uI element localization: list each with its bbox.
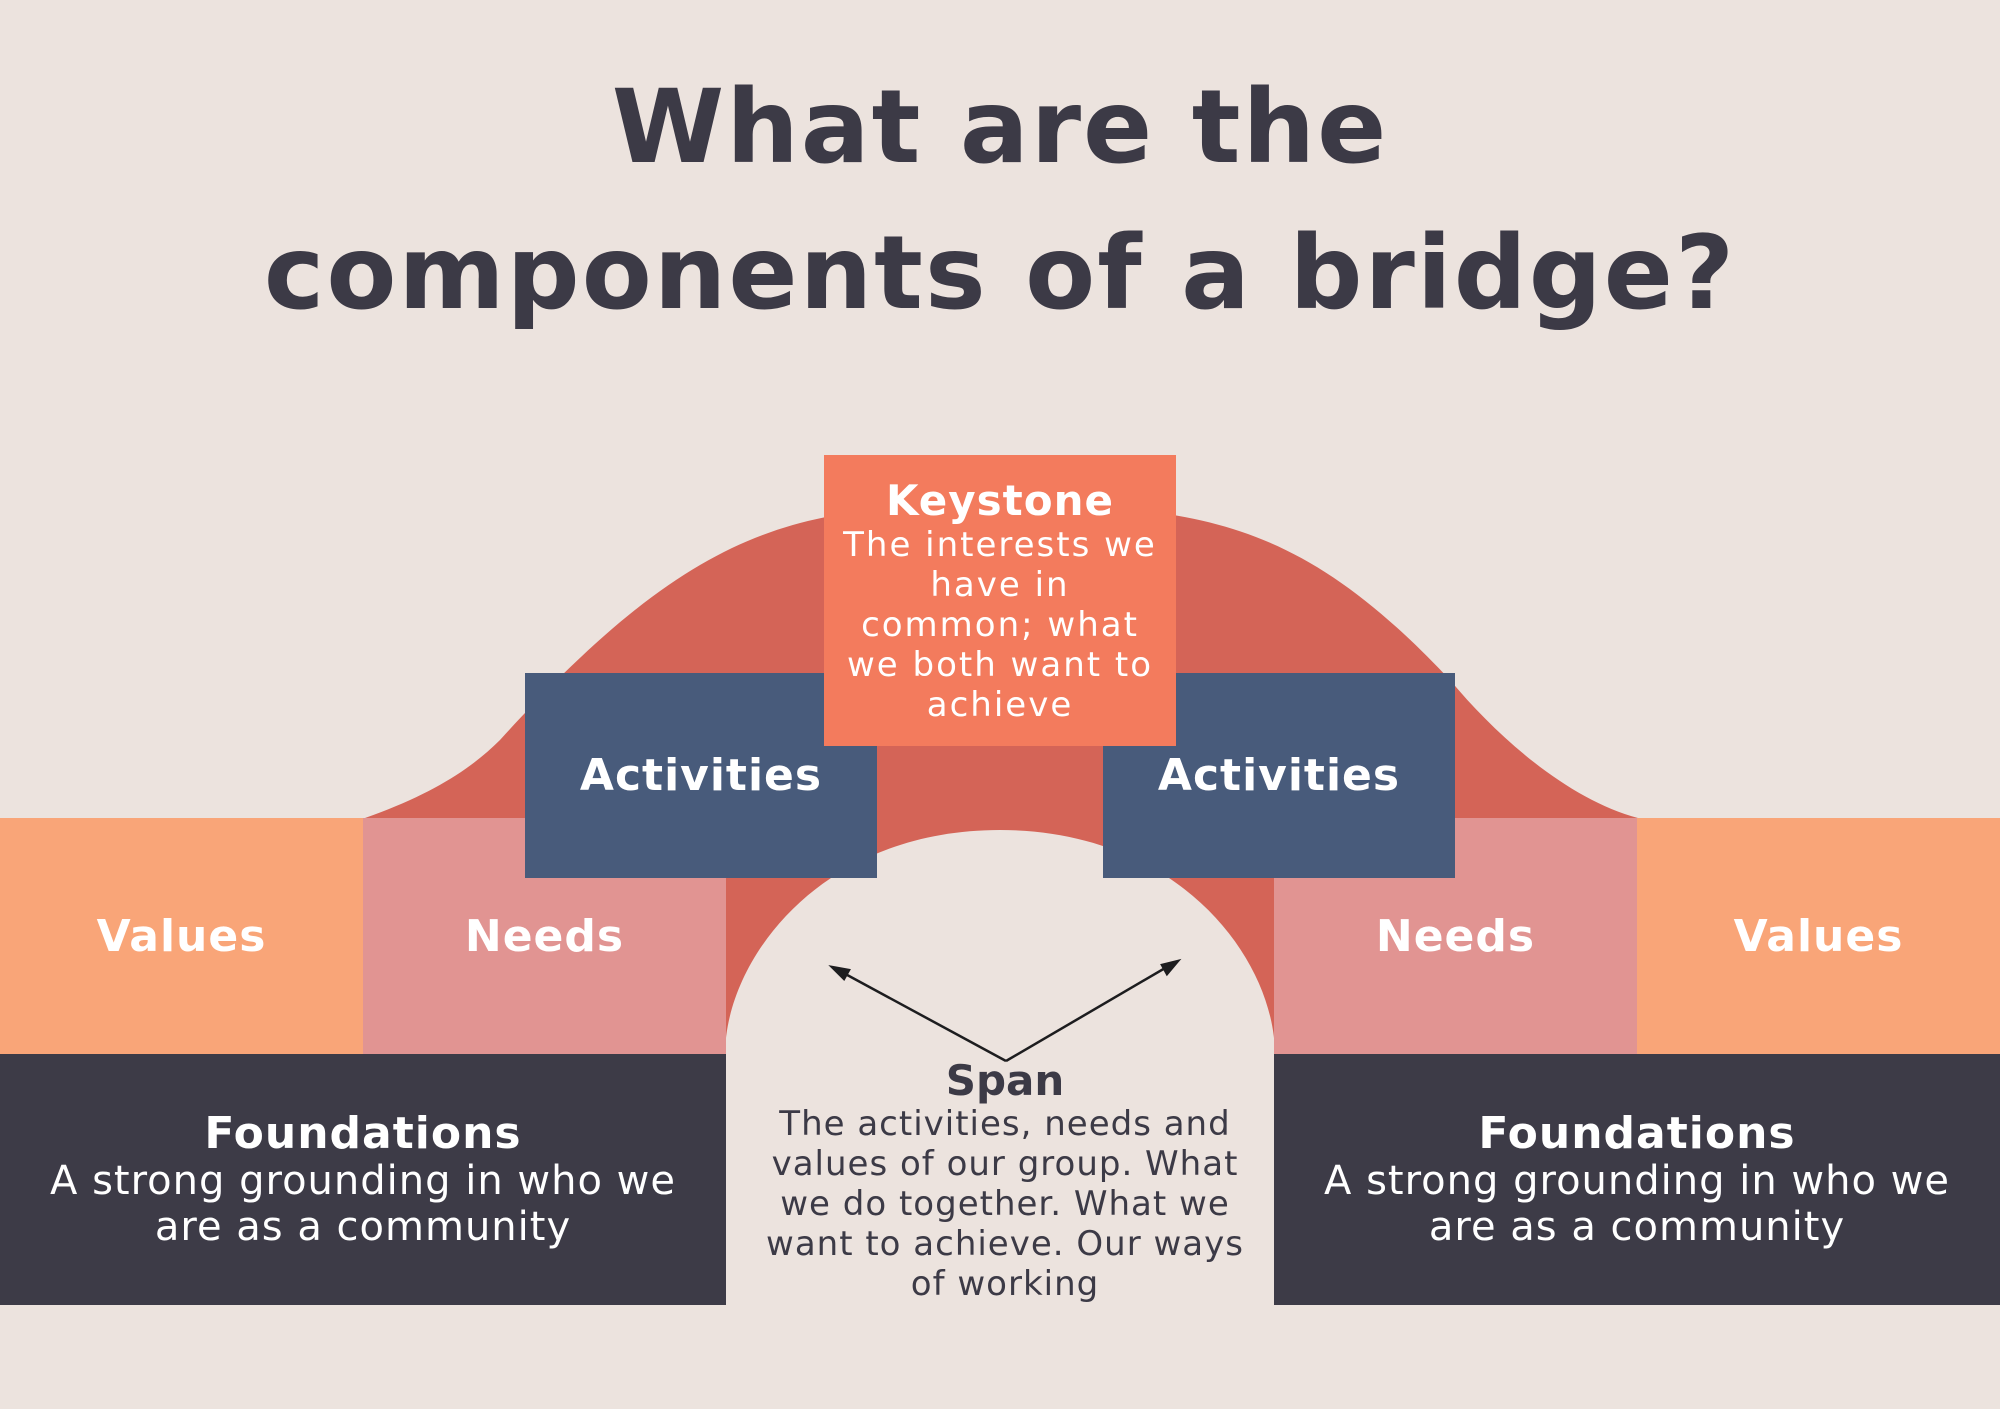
activities-right-label: Activities bbox=[1157, 750, 1401, 801]
span-arrow-left bbox=[837, 968, 1007, 1063]
span-title: Span bbox=[945, 1056, 1065, 1105]
foundations-left-title: Foundations bbox=[204, 1107, 522, 1159]
title-line-2: components of a bridge? bbox=[263, 214, 1737, 333]
foundations-right-title: Foundations bbox=[1478, 1107, 1796, 1159]
arrowhead-left bbox=[828, 965, 851, 982]
keystone-title: Keystone bbox=[886, 475, 1114, 525]
arrowhead-right bbox=[1160, 958, 1182, 977]
keystone-block: Keystone The interests we have in common… bbox=[824, 455, 1176, 746]
foundations-left-block: Foundations A strong grounding in who we… bbox=[0, 1054, 726, 1305]
needs-left-label: Needs bbox=[464, 910, 625, 962]
values-right-block: Values bbox=[1637, 818, 2000, 1054]
values-right-label: Values bbox=[1733, 910, 1904, 962]
foundations-left-description: A strong grounding in who we are as a co… bbox=[50, 1157, 676, 1250]
keystone-description: The interests we have in common; what we… bbox=[843, 524, 1157, 725]
needs-left-block: Needs bbox=[363, 818, 726, 1054]
foundations-right-block: Foundations A strong grounding in who we… bbox=[1274, 1054, 2000, 1305]
span-arrows bbox=[828, 958, 1182, 1063]
activities-left-block: Activities bbox=[525, 673, 877, 878]
values-left-label: Values bbox=[96, 910, 267, 962]
page-title: What are the components of a bridge? bbox=[0, 55, 2000, 347]
span-description: The activities, needs and values of our … bbox=[766, 1104, 1244, 1304]
title-line-1: What are the bbox=[611, 68, 1389, 187]
foundations-right-description: A strong grounding in who we are as a co… bbox=[1324, 1157, 1950, 1250]
span-text-block: Span The activities, needs and values of… bbox=[760, 1058, 1250, 1312]
values-left-block: Values bbox=[0, 818, 363, 1054]
activities-left-label: Activities bbox=[579, 750, 823, 801]
span-arrow-right bbox=[1005, 962, 1173, 1063]
needs-right-label: Needs bbox=[1375, 910, 1536, 962]
